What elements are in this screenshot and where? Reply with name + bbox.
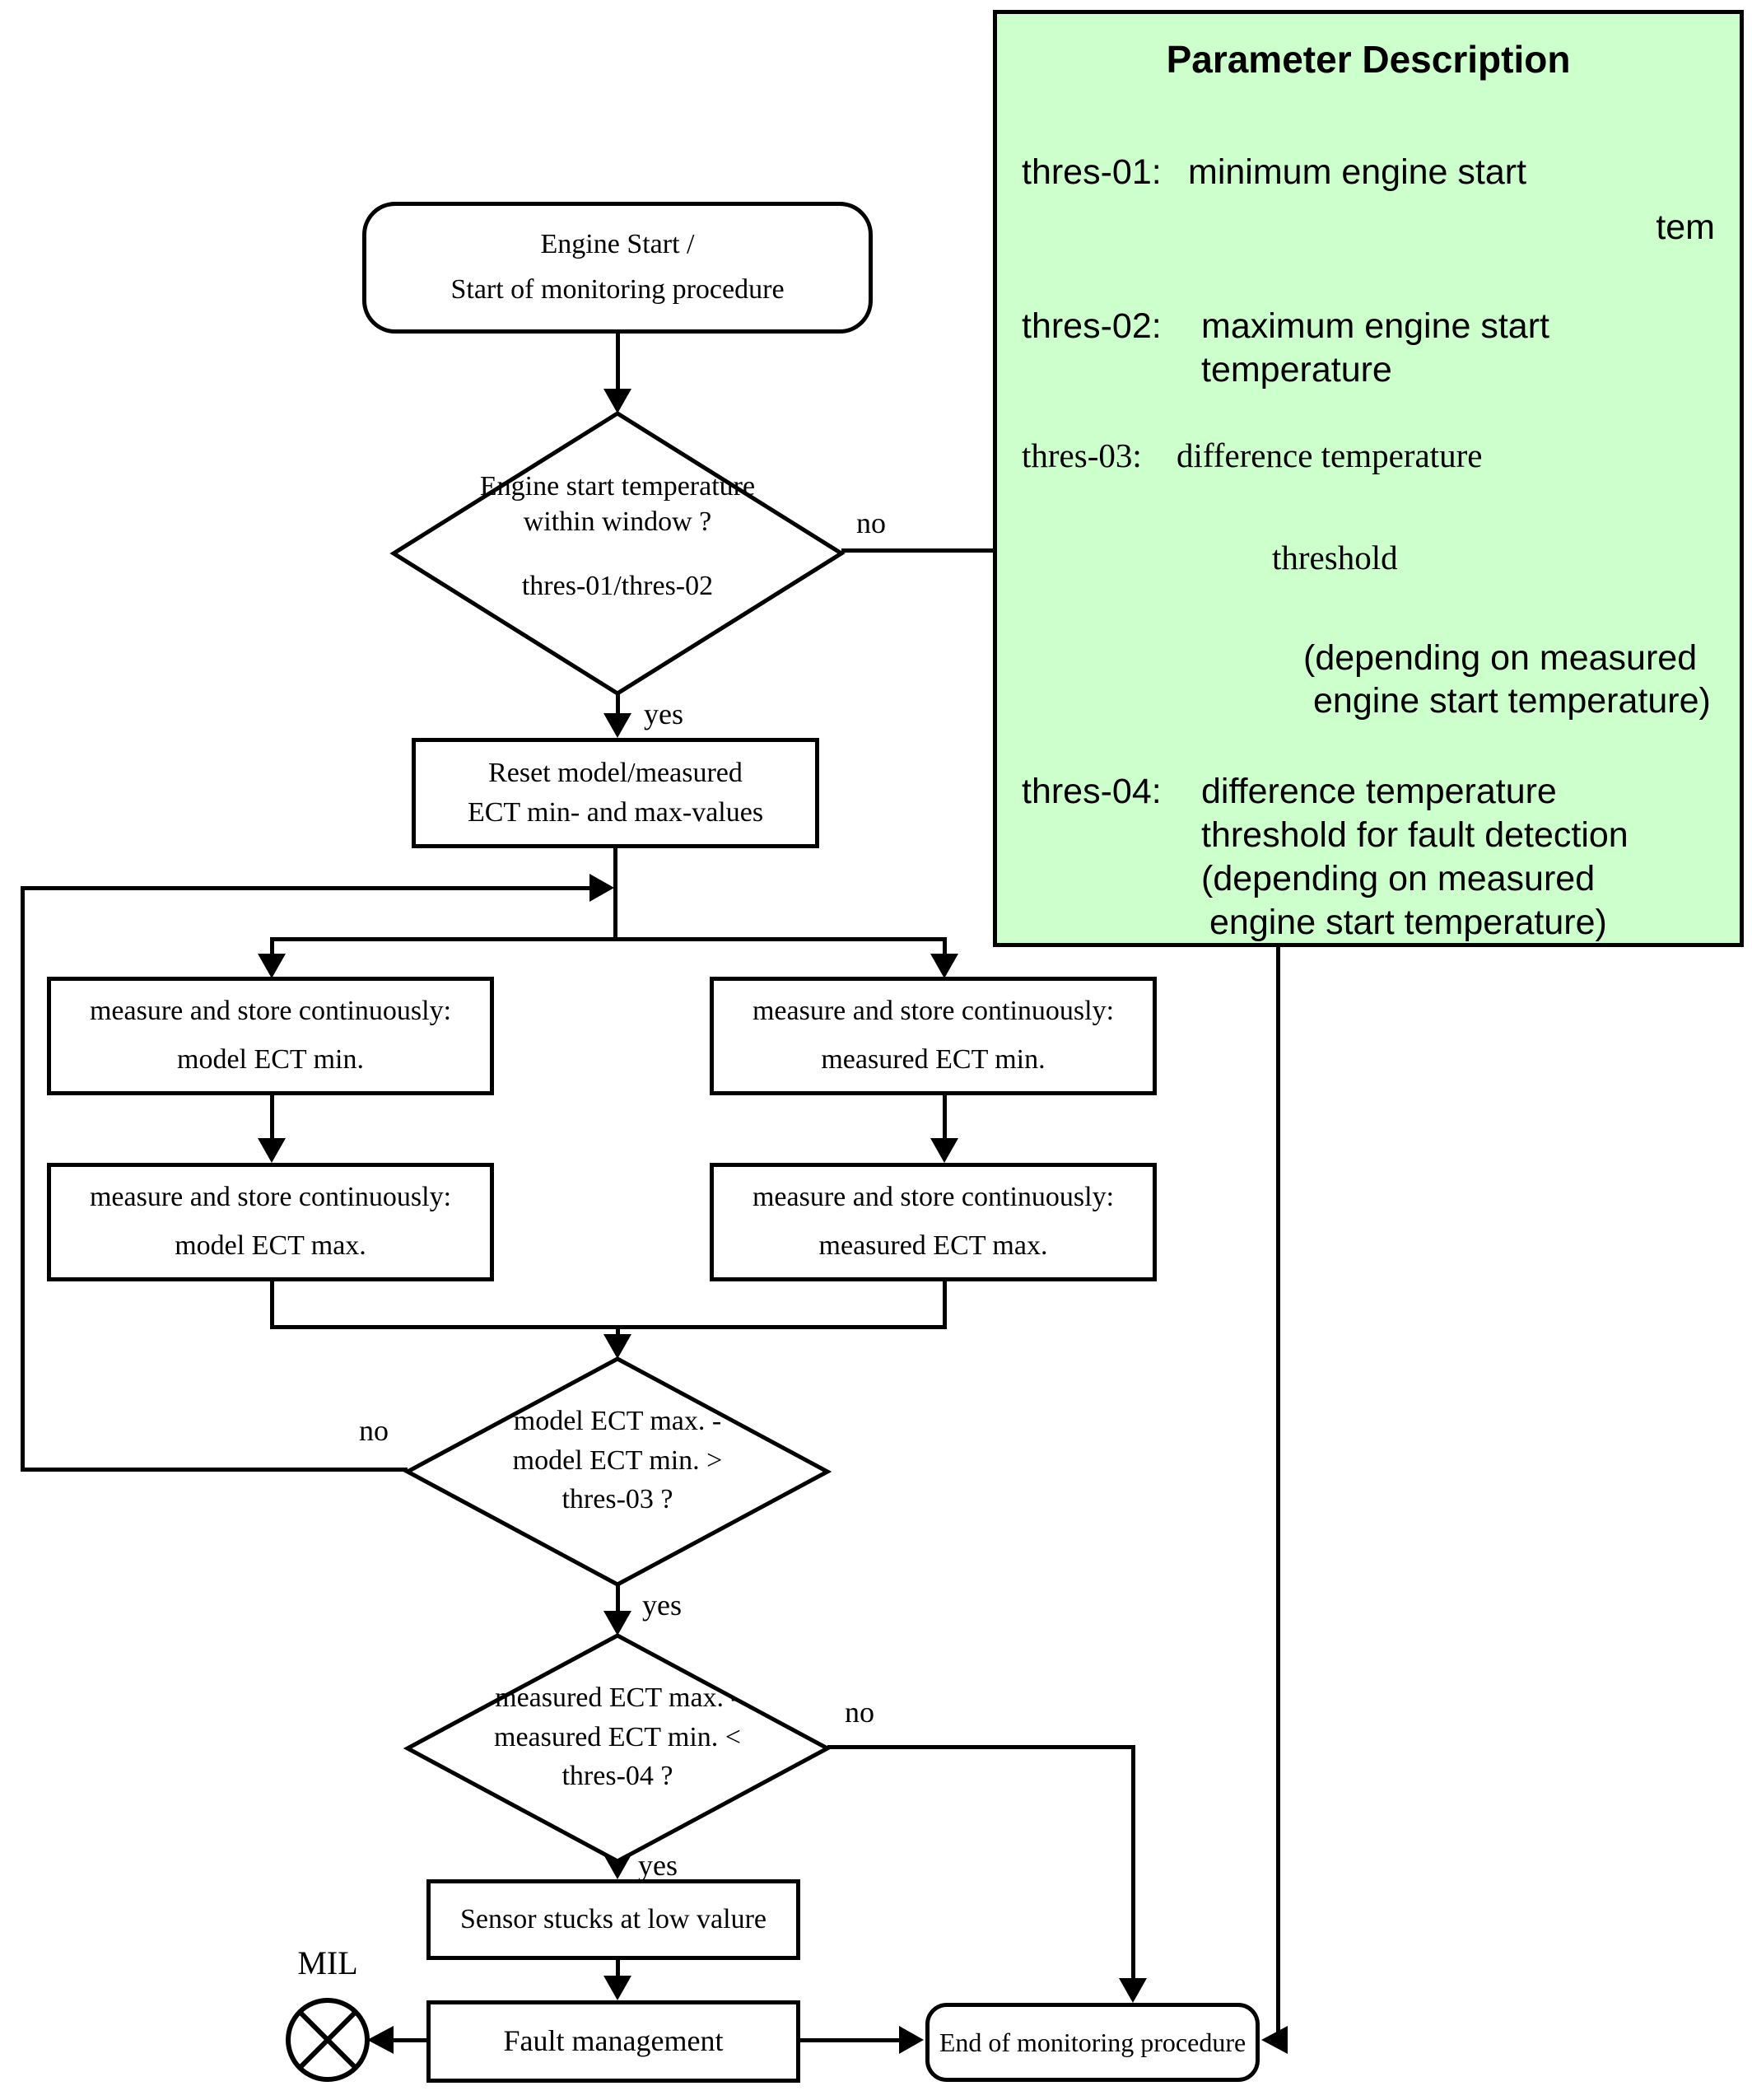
reset-node: Reset model/measured ECT min- and max-va… bbox=[412, 738, 819, 848]
connector bbox=[616, 1584, 620, 1612]
measure-model-min-node: measure and store continuously: model EC… bbox=[47, 977, 494, 1095]
mil-label: MIL bbox=[297, 1944, 358, 1981]
thres01-id: thres-01: bbox=[1022, 152, 1162, 192]
sensor-stuck-node: Sensor stucks at low valure bbox=[426, 1879, 800, 1960]
panel-title: Parameter Description bbox=[1166, 38, 1571, 81]
thres02-desc-line2: temperature bbox=[1201, 350, 1392, 390]
arrowhead-icon bbox=[589, 874, 614, 902]
thres02-id: thres-02: bbox=[1022, 306, 1162, 346]
thres03-threshold: threshold bbox=[1272, 539, 1398, 576]
branch-label-no: no bbox=[856, 506, 886, 539]
arrowhead-icon bbox=[258, 954, 286, 978]
arrowhead-icon bbox=[258, 1138, 286, 1163]
arrowhead-icon bbox=[367, 2026, 394, 2054]
thres03-note-line2: engine start temperature) bbox=[1313, 681, 1711, 721]
connector bbox=[270, 937, 947, 941]
connector bbox=[1131, 1745, 1135, 1980]
connector bbox=[616, 1960, 620, 1979]
connector bbox=[800, 2038, 901, 2042]
thres04-desc-line3: (depending on measured bbox=[1201, 859, 1596, 898]
connector bbox=[22, 886, 591, 890]
measure-measured-min-node: measure and store continuously: measured… bbox=[710, 977, 1157, 1095]
connector bbox=[616, 334, 620, 394]
branch-label-yes: yes bbox=[644, 698, 683, 730]
connector bbox=[270, 1095, 274, 1140]
branch-label-yes: yes bbox=[642, 1589, 682, 1622]
branch-label-no: no bbox=[359, 1414, 389, 1447]
arrowhead-icon bbox=[603, 1334, 631, 1359]
thres01-fragment: tem bbox=[1656, 208, 1715, 247]
connector bbox=[270, 937, 274, 957]
thres03-id: thres-03: bbox=[1022, 436, 1142, 474]
connector bbox=[943, 1095, 947, 1140]
thres04-desc-line4: engine start temperature) bbox=[1209, 903, 1607, 942]
fault-management-node: Fault management bbox=[426, 2000, 800, 2083]
branch-label-yes: yes bbox=[638, 1849, 678, 1882]
connector bbox=[616, 1325, 620, 1337]
arrowhead-icon bbox=[930, 954, 958, 978]
arrowhead-icon bbox=[603, 1976, 631, 2000]
arrowhead-icon bbox=[1261, 2026, 1288, 2054]
thres04-desc-line2: threshold for fault detection bbox=[1201, 815, 1629, 855]
arrowhead-icon bbox=[899, 2026, 924, 2054]
decision-thres04-label: measured ECT max. - measured ECT min. < … bbox=[494, 1682, 741, 1792]
connector bbox=[943, 1281, 947, 1329]
decision-diamond-thres03 bbox=[403, 1356, 832, 1587]
connector bbox=[21, 1468, 408, 1472]
connector bbox=[1276, 548, 1280, 2042]
thres04-id: thres-04: bbox=[1022, 772, 1162, 811]
connector bbox=[270, 1325, 947, 1329]
arrowhead-icon bbox=[930, 1138, 958, 1163]
decision-diamond-window bbox=[389, 411, 846, 696]
arrowhead-icon bbox=[603, 1611, 631, 1636]
connector bbox=[270, 1281, 274, 1329]
connector bbox=[394, 2038, 426, 2042]
decision-diamond-thres04 bbox=[403, 1633, 832, 1864]
connector bbox=[827, 1745, 1135, 1749]
connector bbox=[21, 886, 25, 1472]
decision-thres03-label: model ECT max. - model ECT min. > thres-… bbox=[512, 1406, 723, 1515]
connector bbox=[613, 848, 617, 939]
arrowhead-icon bbox=[603, 389, 631, 413]
mil-lamp-icon bbox=[286, 1998, 370, 2082]
connector bbox=[616, 693, 620, 716]
start-node: Engine Start / Start of monitoring proce… bbox=[362, 202, 873, 334]
end-node: End of monitoring procedure bbox=[925, 2003, 1260, 2082]
branch-label-no: no bbox=[845, 1696, 874, 1729]
start-label-line2: Start of monitoring procedure bbox=[450, 274, 785, 306]
measure-measured-max-node: measure and store continuously: measured… bbox=[710, 1163, 1157, 1281]
thres03-desc: difference temperature bbox=[1177, 436, 1483, 474]
decision-window-label: Engine start temperature within window ?… bbox=[479, 471, 756, 601]
connector bbox=[943, 937, 947, 957]
arrowhead-icon bbox=[1119, 1978, 1147, 2003]
thres02-desc-line1: maximum engine start bbox=[1201, 306, 1549, 346]
thres04-desc-line1: difference temperature bbox=[1201, 772, 1557, 811]
start-label-line1: Engine Start / bbox=[540, 228, 695, 259]
thres01-desc: minimum engine start bbox=[1188, 152, 1527, 192]
measure-model-max-node: measure and store continuously: model EC… bbox=[47, 1163, 494, 1281]
arrowhead-icon bbox=[603, 713, 631, 738]
parameter-description-panel: Parameter Description thres-01: minimum … bbox=[993, 10, 1744, 947]
thres03-note-line1: (depending on measured bbox=[1303, 638, 1698, 678]
